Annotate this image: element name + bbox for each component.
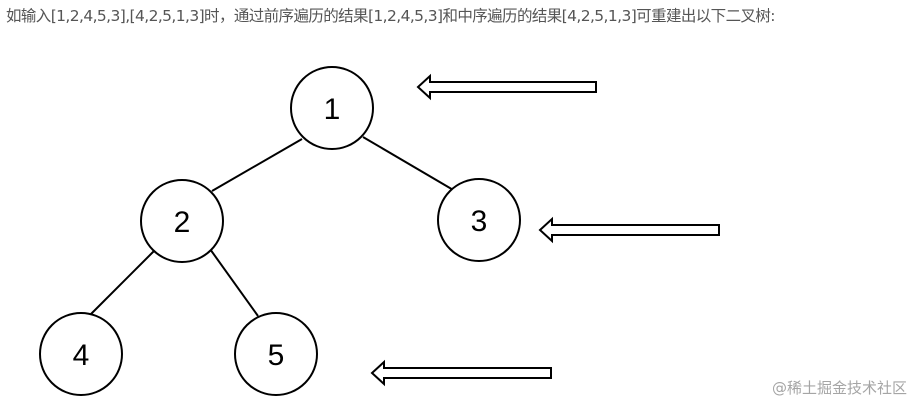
- node-label: 2: [174, 206, 191, 239]
- level-2-arrow-icon: [538, 216, 720, 244]
- node-circle: [290, 66, 374, 150]
- tree-node-4: 4: [39, 312, 123, 396]
- node-label: 3: [471, 205, 488, 238]
- edge-2-5: [209, 248, 259, 317]
- edge-1-2: [211, 138, 303, 192]
- node-label: 1: [324, 93, 341, 126]
- edge-2-4: [89, 249, 156, 316]
- tree-node-5: 5: [234, 312, 318, 396]
- tree-node-2: 2: [140, 179, 224, 263]
- caption-text: 如输入[1,2,4,5,3],[4,2,5,1,3]时，通过前序遍历的结果[1,…: [6, 7, 776, 25]
- node-circle: [140, 179, 224, 263]
- node-circle: [39, 312, 123, 396]
- tree-node-1: 1: [290, 66, 374, 150]
- level-3-arrow-icon: [370, 359, 552, 387]
- node-circle: [437, 178, 521, 262]
- node-label: 5: [268, 339, 285, 372]
- watermark-text: @稀土掘金技术社区: [771, 379, 907, 397]
- tree-node-3: 3: [437, 178, 521, 262]
- level-1-arrow-icon: [416, 73, 597, 101]
- edge-1-3: [362, 136, 456, 192]
- node-label: 4: [73, 339, 90, 372]
- node-circle: [234, 312, 318, 396]
